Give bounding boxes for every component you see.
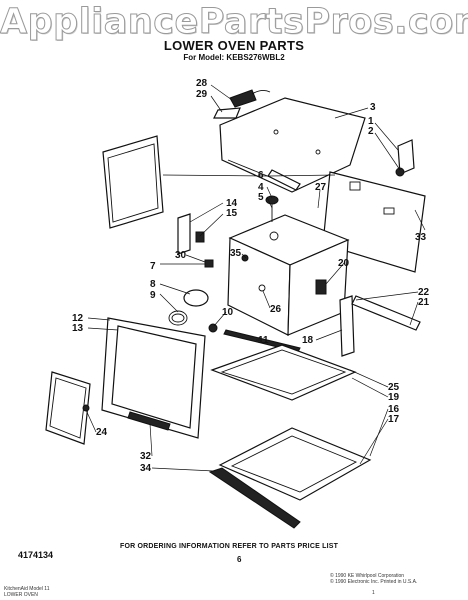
- callout-24: 24: [96, 427, 108, 438]
- light-ring: [168, 310, 188, 326]
- callout-17: 17: [388, 414, 400, 425]
- callout-2: 2: [368, 126, 374, 137]
- callout-29: 29: [196, 89, 208, 100]
- callout-8: 8: [150, 279, 156, 290]
- callout-32: 32: [140, 451, 152, 462]
- document-number: 4174134: [18, 550, 54, 560]
- callout-12: 12: [72, 313, 84, 324]
- door-glass: [45, 371, 91, 445]
- callout-15: 15: [226, 208, 238, 219]
- callout-21: 21: [418, 297, 430, 308]
- callout-30: 30: [175, 250, 187, 261]
- callout-5: 5: [258, 192, 264, 203]
- rear-panel: [102, 135, 164, 229]
- callout-11: 11: [258, 335, 269, 346]
- page-title: LOWER OVEN PARTS: [163, 38, 305, 53]
- callout-25: 25: [388, 382, 400, 393]
- callout-19: 19: [388, 392, 400, 403]
- callout-14: 14: [226, 198, 238, 209]
- callout-6: 6: [258, 170, 264, 181]
- callout-28: 28: [196, 78, 208, 89]
- bottom-trim: [208, 467, 301, 529]
- back-wall: [322, 171, 426, 273]
- callout-7: 7: [150, 261, 156, 272]
- model-line: For Model: KEBS276WBL2: [183, 53, 285, 62]
- callout-34: 34: [140, 463, 152, 474]
- callout-3: 3: [370, 102, 376, 113]
- callout-18: 18: [302, 335, 314, 346]
- callout-35: 35: [230, 248, 242, 259]
- door-handle: [127, 411, 171, 431]
- callout-27: 27: [315, 182, 327, 193]
- callout-1: 1: [368, 116, 374, 127]
- top-panel: [219, 97, 366, 193]
- broiler-pan: [218, 427, 372, 501]
- footer-left-text: KitchenAid Model 11 LOWER OVEN: [4, 586, 50, 598]
- callout-20: 20: [338, 258, 350, 269]
- part-29-bracket: [213, 107, 241, 119]
- thermostat-bracket: [177, 213, 191, 255]
- light-lens: [183, 289, 209, 307]
- page-number: 6: [237, 555, 242, 564]
- callout-9: 9: [150, 290, 156, 301]
- callout-4: 4: [258, 182, 264, 193]
- callout-22: 22: [418, 287, 430, 298]
- copyright-notice: © 1990 KE Whirlpool Corporation © 1990 E…: [330, 573, 418, 585]
- callout-13: 13: [72, 323, 84, 334]
- leader-lines: [85, 84, 426, 472]
- callout-16: 16: [388, 404, 400, 415]
- callout-10: 10: [222, 307, 234, 318]
- side-bracket: [351, 295, 421, 331]
- rack-support: [339, 295, 355, 357]
- callout-labels: 28 29 3 1 2 6 4 5 27 14 15 33 30 35 20 7…: [72, 78, 430, 474]
- callout-33: 33: [415, 232, 427, 243]
- part-28-clip: [229, 89, 257, 108]
- bracket-part-1: [397, 139, 415, 175]
- ordering-note: FOR ORDERING INFORMATION REFER TO PARTS …: [120, 543, 339, 550]
- footer-right-text: 1: [372, 590, 375, 596]
- watermark: AppliancePartsPros.com: [0, 2, 468, 43]
- callout-26: 26: [270, 304, 282, 315]
